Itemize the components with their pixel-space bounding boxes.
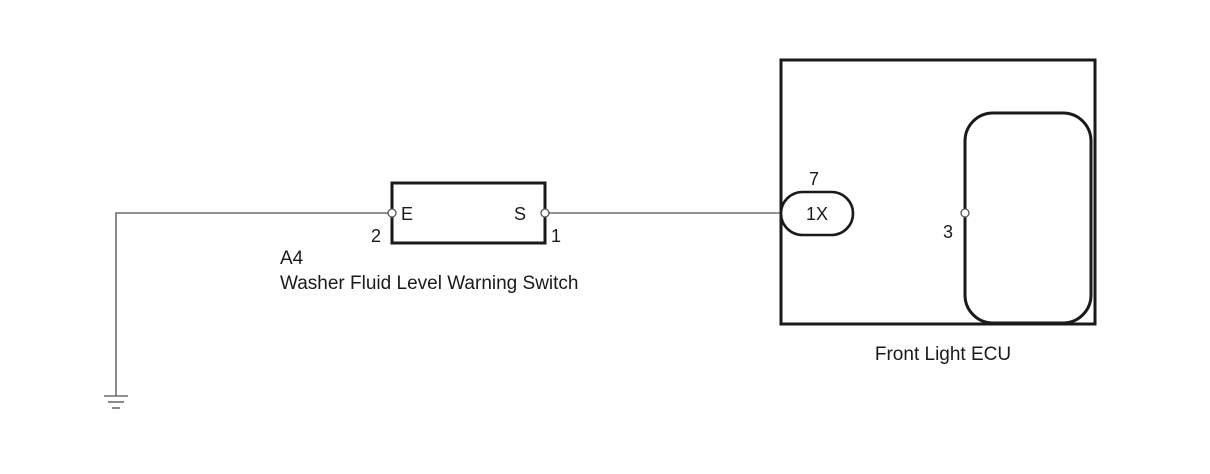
switch-pin-number-left: 2 [371, 226, 381, 246]
switch-code-label: A4 [280, 248, 304, 269]
switch-pin-e-icon [387, 208, 397, 218]
ecu-internal-block [963, 111, 1093, 325]
switch-name-label: Washer Fluid Level Warning Switch [280, 273, 578, 294]
switch-terminal-s-label: S [514, 204, 526, 224]
switch-pin-s-icon [540, 208, 550, 218]
ecu-internal-pin-icon [960, 208, 970, 218]
ground-icon [104, 395, 128, 409]
ecu-connector-1x [779, 190, 855, 237]
switch-pin-number-right: 1 [551, 226, 561, 246]
switch-terminal-e-label: E [401, 204, 413, 224]
ecu-connector-label: 1X [806, 204, 828, 224]
ecu-connector-pin-number: 7 [809, 169, 819, 189]
ecu-internal-pin-number: 3 [943, 222, 953, 242]
ground-wire [115, 212, 392, 396]
ecu-name-label: Front Light ECU [875, 344, 1011, 365]
